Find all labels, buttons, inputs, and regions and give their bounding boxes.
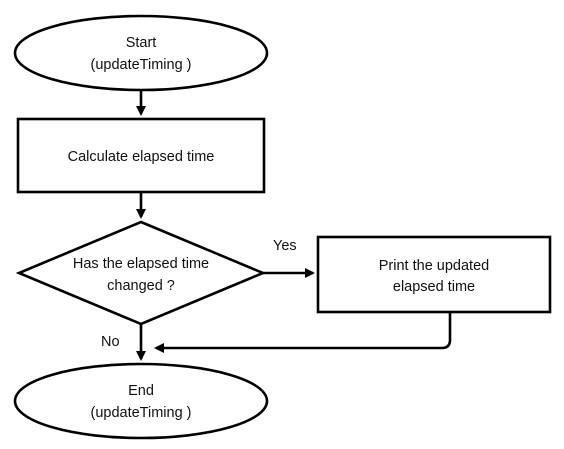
end-title: End bbox=[128, 383, 154, 399]
arrow-print-return bbox=[154, 312, 452, 353]
print-process-box bbox=[316, 235, 552, 314]
end-node bbox=[13, 362, 269, 440]
print-line-1: Print the updated bbox=[379, 258, 489, 274]
yes-label: Yes bbox=[273, 238, 297, 254]
end-subtitle: (updateTiming ) bbox=[90, 405, 191, 421]
print-line-2: elapsed time bbox=[393, 279, 475, 295]
start-subtitle: (updateTiming ) bbox=[90, 57, 191, 73]
decision-line-1: Has the elapsed time bbox=[73, 256, 209, 272]
decision-line-2: changed ? bbox=[107, 278, 175, 294]
start-title: Start bbox=[126, 35, 157, 51]
decision-node bbox=[15, 220, 267, 326]
no-label: No bbox=[101, 334, 120, 350]
calculate-label: Calculate elapsed time bbox=[68, 149, 215, 165]
start-node bbox=[13, 14, 269, 92]
